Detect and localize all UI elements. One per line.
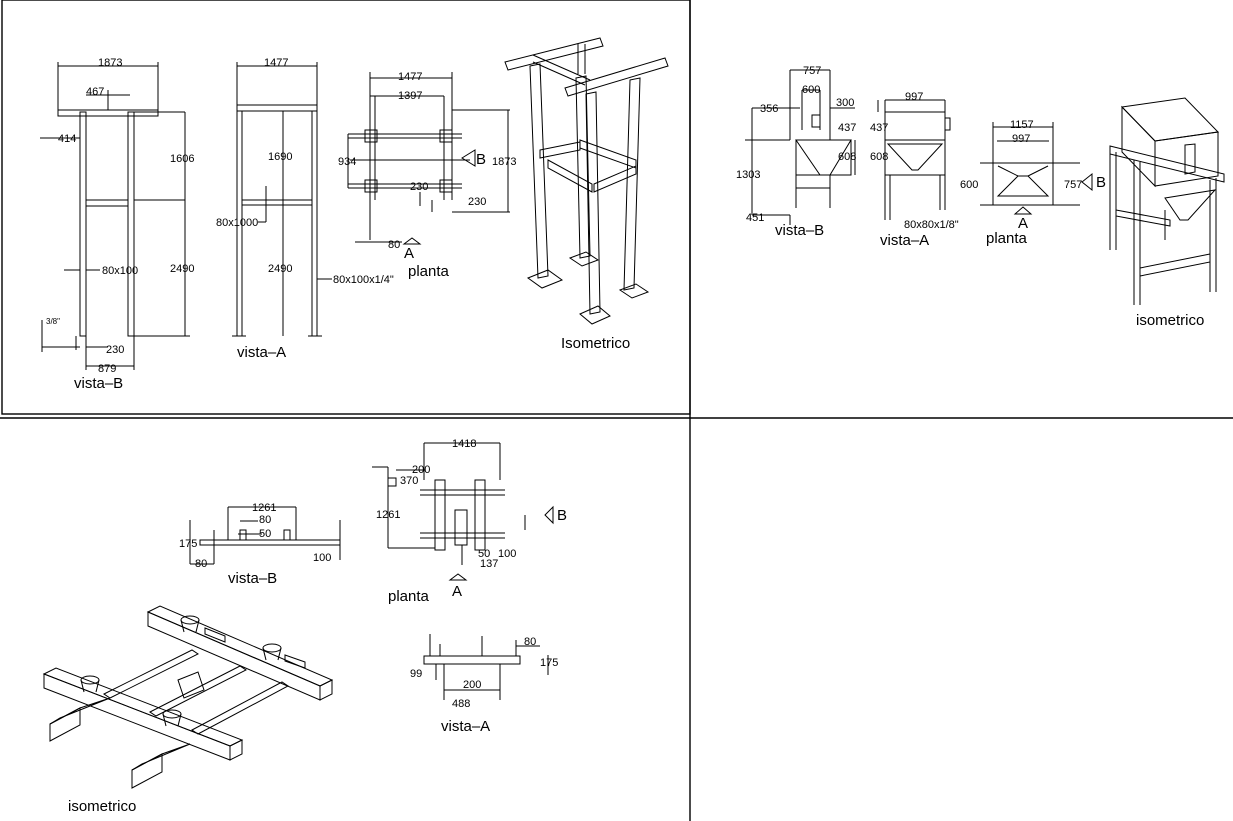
bl-pl-dim-200: 200 bbox=[412, 464, 430, 476]
bl-pl-arrow-b: B bbox=[557, 507, 567, 524]
tr-vb-dim-451: 451 bbox=[746, 212, 764, 224]
tr-pl-dim-997: 997 bbox=[1012, 133, 1030, 145]
tr-pl-arrow-a: A bbox=[1018, 215, 1028, 232]
tl-pl-dim-1873: 1873 bbox=[492, 156, 516, 168]
tr-vb-dim-300: 300 bbox=[836, 97, 854, 109]
tl-pl-arrow-a: A bbox=[404, 245, 414, 262]
tl-vb-dim-414: 414 bbox=[58, 133, 76, 145]
bl-vb-dim-1261: 1261 bbox=[252, 502, 276, 514]
tr-va-dim-997: 997 bbox=[905, 91, 923, 103]
tr-vb-dim-356: 356 bbox=[760, 103, 778, 115]
tr-vb-dim-757: 757 bbox=[803, 65, 821, 77]
bl-planta-label: planta bbox=[388, 588, 430, 605]
tl-vb-dim-879: 879 bbox=[98, 363, 116, 375]
tl-pl-dim-1397: 1397 bbox=[398, 90, 422, 102]
bl-pl-dim-100: 100 bbox=[498, 548, 516, 560]
tr-vb-dim-600: 600 bbox=[802, 84, 820, 96]
tl-vista-a-label: vista–A bbox=[237, 344, 286, 361]
bl-va-dim-200: 200 bbox=[463, 679, 481, 691]
tr-va-dim-608: 608 bbox=[870, 151, 888, 163]
tr-vb-dim-1303: 1303 bbox=[736, 169, 760, 181]
tr-vb-dim-608: 608 bbox=[838, 151, 856, 163]
bl-vista-b-label: vista–B bbox=[228, 570, 277, 587]
tl-pl-dim-230b: 230 bbox=[468, 196, 486, 208]
tl-vb-dim-2490: 2490 bbox=[170, 263, 194, 275]
bl-isometric-label: isometrico bbox=[68, 798, 136, 815]
tl-pl-dim-80: 80 bbox=[388, 239, 400, 251]
tl-vb-dim-80x100: 80x100 bbox=[102, 265, 138, 277]
bl-pl-dim-370: 370 bbox=[400, 475, 418, 487]
bl-va-dim-175: 175 bbox=[540, 657, 558, 669]
tl-vb-dim-1606: 1606 bbox=[170, 153, 194, 165]
bl-vb-dim-50: 50 bbox=[259, 528, 271, 540]
bl-vista-a-label: vista–A bbox=[441, 718, 490, 735]
tr-pl-dim-757: 757 bbox=[1064, 179, 1082, 191]
tl-isometric-drawing bbox=[504, 37, 669, 325]
tl-va-dim-2490: 2490 bbox=[268, 263, 292, 275]
bl-va-dim-488: 488 bbox=[452, 698, 470, 710]
tr-planta-label: planta bbox=[986, 230, 1028, 247]
tl-pl-dim-230a: 230 bbox=[410, 181, 428, 193]
bl-pl-dim-137: 137 bbox=[480, 558, 498, 570]
panel-top-left: 1873 467 414 1606 80x100 2490 3/8" 230 8… bbox=[40, 37, 669, 392]
tr-planta-drawing bbox=[980, 122, 1093, 215]
bl-vb-dim-80b: 80 bbox=[195, 558, 207, 570]
bl-pl-dim-50: 50 bbox=[478, 548, 490, 560]
tr-vb-dim-437: 437 bbox=[838, 122, 856, 134]
bl-vb-dim-100: 100 bbox=[313, 552, 331, 564]
bl-pl-dim-1418: 1418 bbox=[452, 438, 476, 450]
tr-pl-dim-600: 600 bbox=[960, 179, 978, 191]
tl-vb-dim-plate: 3/8" bbox=[46, 317, 60, 326]
tr-vista-b-label: vista–B bbox=[775, 222, 824, 239]
panel-bottom-right-empty bbox=[692, 420, 1232, 820]
tl-va-dim-80x1000: 80x1000 bbox=[216, 217, 258, 229]
bl-isometric-drawing bbox=[42, 605, 334, 789]
tr-isometric-label: isometrico bbox=[1136, 312, 1204, 329]
bl-vista-a-drawing bbox=[423, 634, 549, 700]
tl-planta-drawing bbox=[347, 72, 510, 245]
tl-vista-a-drawing bbox=[232, 62, 332, 337]
tl-va-dim-1690: 1690 bbox=[268, 151, 292, 163]
tr-va-dim-80x80: 80x80x1/8" bbox=[904, 219, 959, 231]
panel-bottom-left: 1261 80 50 175 80 100 vista–B bbox=[42, 438, 567, 815]
panel-top-right: 757 600 356 300 437 1303 608 451 vista–B… bbox=[736, 65, 1225, 329]
bl-planta-drawing bbox=[372, 442, 554, 581]
bl-vb-dim-175: 175 bbox=[179, 538, 197, 550]
tr-pl-dim-1157: 1157 bbox=[1010, 119, 1034, 131]
tl-va-dim-80x100x: 80x100x1/4" bbox=[333, 274, 394, 286]
tl-pl-dim-1477: 1477 bbox=[398, 71, 422, 83]
tr-isometric-drawing bbox=[1109, 97, 1225, 305]
tl-vb-dim-230: 230 bbox=[106, 344, 124, 356]
bl-va-dim-80: 80 bbox=[524, 636, 536, 648]
tr-vista-b-drawing bbox=[745, 69, 856, 225]
bl-pl-arrow-a: A bbox=[452, 583, 462, 600]
tr-va-dim-437: 437 bbox=[870, 122, 888, 134]
tl-isometric-label: Isometrico bbox=[561, 335, 630, 352]
tr-pl-arrow-b: B bbox=[1096, 174, 1106, 191]
bl-vb-dim-80a: 80 bbox=[259, 514, 271, 526]
tl-pl-dim-934: 934 bbox=[338, 156, 356, 168]
tr-vista-a-drawing bbox=[877, 99, 951, 220]
tl-vista-b-label: vista–B bbox=[74, 375, 123, 392]
tr-vista-a-label: vista–A bbox=[880, 232, 929, 249]
bl-vista-b-drawing bbox=[189, 506, 341, 565]
tl-vb-dim-1873: 1873 bbox=[98, 57, 122, 69]
bl-va-dim-99: 99 bbox=[410, 668, 422, 680]
bl-pl-dim-1261: 1261 bbox=[376, 509, 400, 521]
tl-pl-arrow-b: B bbox=[476, 151, 486, 168]
tl-planta-label: planta bbox=[408, 263, 450, 280]
tl-vb-dim-467: 467 bbox=[86, 86, 104, 98]
tl-vista-b-drawing bbox=[40, 62, 190, 370]
tl-va-dim-1477: 1477 bbox=[264, 57, 288, 69]
